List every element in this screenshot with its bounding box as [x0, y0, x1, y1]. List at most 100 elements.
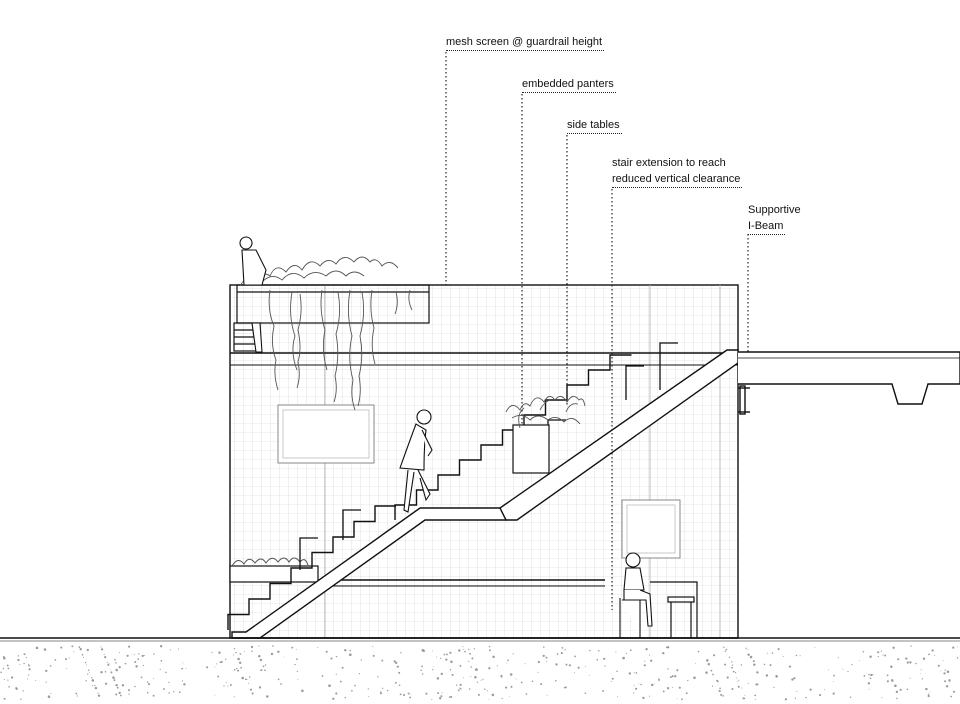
ground-speckle — [367, 688, 369, 690]
ground-speckle — [681, 698, 683, 701]
ground-speckle — [458, 649, 461, 652]
ground-speckle — [143, 655, 145, 657]
ground-speckle — [471, 657, 474, 660]
label-mesh-screen: mesh screen @ guardrail height — [446, 34, 605, 51]
ground-speckle — [919, 673, 921, 675]
ground-speckle — [957, 646, 959, 648]
ground-speckle — [118, 651, 120, 653]
ground-speckle — [114, 658, 116, 661]
ground-speckle — [445, 658, 448, 661]
ground-speckle — [47, 695, 51, 698]
ground-speckle — [440, 657, 442, 660]
ground-speckle — [869, 677, 872, 680]
ground-speckle — [731, 687, 734, 691]
ground-speckle — [920, 669, 922, 671]
ground-speckle — [791, 678, 794, 681]
ground-speckle — [616, 696, 618, 698]
ground-speckle — [115, 668, 118, 672]
ground-speckle — [952, 690, 956, 693]
ground-speckle — [568, 664, 571, 667]
ground-speckle — [484, 688, 486, 690]
ground-speckle — [555, 663, 558, 666]
ground-speckle — [360, 659, 362, 661]
ground-speckle — [716, 680, 719, 683]
ground-speckle — [335, 673, 337, 675]
ground-speckle — [97, 692, 99, 694]
ground-speckle — [722, 695, 724, 697]
ground-speckle — [724, 650, 727, 652]
ground-speckle — [372, 645, 374, 647]
ground-speckle — [697, 650, 700, 653]
ground-speckle — [676, 669, 679, 672]
ground-speckle — [396, 665, 399, 668]
ground-speckle — [694, 662, 696, 664]
ground-speckle — [707, 662, 711, 666]
ground-speckle — [165, 671, 167, 674]
ground-speckle — [769, 664, 772, 667]
ground-speckle — [756, 671, 759, 674]
ground-speckle — [496, 665, 498, 667]
ground-speckle — [628, 672, 631, 675]
ground-speckle — [763, 663, 766, 666]
ground-speckle — [895, 690, 899, 694]
ground-speckle — [525, 693, 528, 695]
ground-speckle — [349, 653, 352, 656]
ground-speckle — [685, 692, 688, 695]
ground-speckle — [743, 697, 746, 700]
ground-speckle — [794, 697, 797, 699]
ground-speckle — [112, 676, 115, 679]
ground-speckle — [635, 672, 638, 674]
ground-speckle — [477, 693, 480, 696]
ground-speckle — [793, 677, 796, 680]
ground-speckle — [713, 654, 716, 657]
ground-speckle — [402, 693, 406, 697]
ground-speckle — [436, 677, 440, 680]
ground-speckle — [116, 686, 119, 689]
ground-speckle — [687, 679, 689, 682]
ground-speckle — [35, 680, 37, 681]
ground-speckle — [2, 667, 4, 670]
ground-speckle — [251, 692, 254, 695]
ground-speckle — [259, 658, 263, 662]
ground-speckle — [752, 660, 755, 663]
ground-speckle — [468, 688, 471, 690]
ground-speckle — [17, 655, 20, 657]
ground-speckle — [754, 699, 756, 700]
ground-speckle — [632, 692, 635, 694]
label-side-tables: side tables — [567, 117, 622, 134]
ground-speckle — [565, 663, 568, 666]
ground-speckle — [468, 648, 470, 651]
ground-speckle — [141, 654, 144, 658]
ground-speckle — [7, 667, 10, 670]
ground-speckle — [248, 682, 249, 684]
ground-speckle — [927, 694, 930, 698]
ground-speckle — [25, 656, 27, 659]
ground-speckle — [842, 668, 844, 670]
ground-speckle — [457, 689, 460, 692]
ground-speckle — [104, 656, 107, 659]
ground-speckle — [28, 664, 30, 667]
ground-speckle — [437, 692, 440, 695]
ground-speckle — [245, 678, 247, 680]
ground-speckle — [909, 677, 911, 679]
ground-speckle — [395, 661, 398, 665]
ground-speckle — [113, 679, 116, 682]
ground-speckle — [147, 683, 151, 686]
ground-speckle — [243, 650, 245, 652]
ground-speckle — [863, 675, 866, 677]
ground-speckle — [956, 657, 959, 659]
ground-speckle — [162, 688, 165, 690]
ground-speckle — [85, 680, 87, 682]
ground-speckle — [488, 645, 491, 648]
ground-speckle — [674, 675, 677, 678]
ground-speckle — [86, 648, 89, 652]
ground-speckle — [60, 646, 63, 649]
ground-speckle — [146, 681, 149, 683]
ground-speckle — [159, 645, 163, 648]
ground-speckle — [159, 668, 161, 671]
ground-speckle — [297, 678, 299, 680]
ground-speckle — [463, 677, 465, 679]
ground-speckle — [386, 689, 389, 692]
ground-speckle — [648, 654, 651, 656]
ground-speckle — [603, 657, 606, 660]
